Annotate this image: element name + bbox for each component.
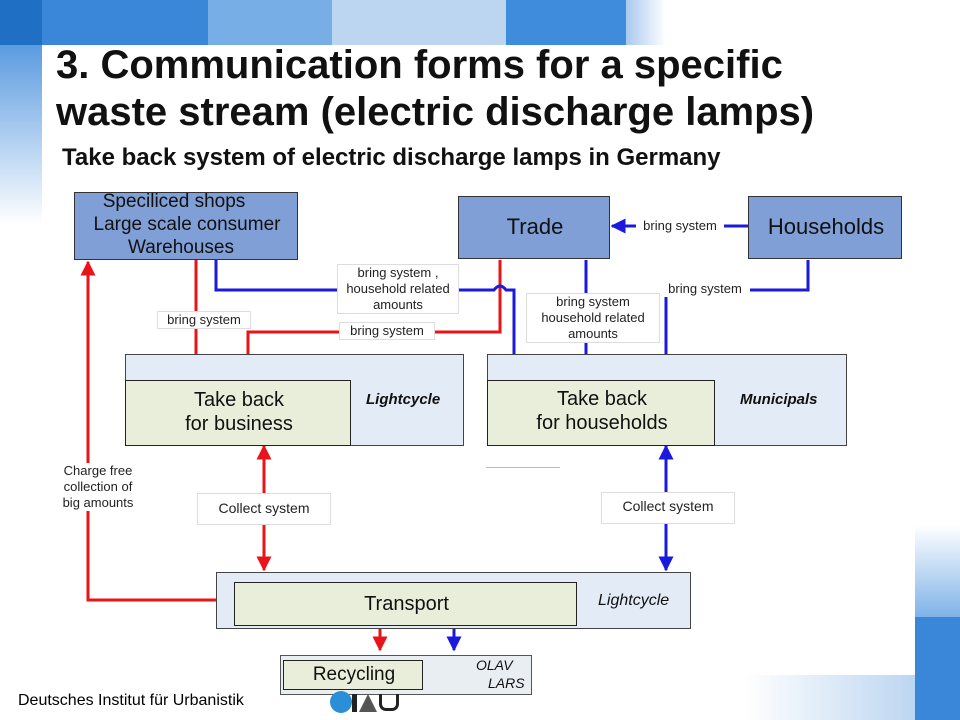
bring-related-1-line-3: amounts: [373, 297, 423, 312]
trade-box: Trade: [458, 196, 610, 259]
bring-related-1-line-2: household related: [346, 281, 450, 296]
recycling-label: Recycling: [312, 664, 396, 685]
bring-system-trade-label: bring system: [636, 218, 724, 234]
red-charge-free: [80, 260, 216, 602]
footer-text: Deutsches Institut für Urbanistik: [18, 692, 244, 709]
lightcycle-label-2: Lightcycle: [598, 592, 670, 609]
shops-line-2: Large scale consumer: [93, 214, 281, 235]
transport-label: Transport: [364, 593, 449, 615]
title-line-1: 3. Communication forms for a specific: [56, 43, 783, 87]
transport-box: Transport: [234, 582, 577, 626]
footer-decoration: [745, 675, 915, 720]
difu-logo-icon: [330, 688, 399, 714]
lars-label: LARS: [488, 675, 525, 691]
blue-shops-to-households: [214, 260, 522, 380]
bring-related-2-line-1: bring system: [556, 294, 630, 309]
tb-households-line-1: Take back: [556, 388, 648, 410]
shops-box: Speciliced shops Large scale consumer Wa…: [74, 191, 298, 260]
bring-system-mid-label: bring system: [339, 322, 435, 340]
tb-households-line-2: for households: [536, 412, 668, 434]
charge-free-line-2: collection of: [63, 479, 133, 494]
header-decoration: [0, 0, 960, 225]
charge-free-label: Charge free collection of big amounts: [44, 463, 152, 511]
bring-related-2-line-2: household related: [541, 310, 645, 325]
olav-label: OLAV: [476, 657, 513, 673]
stray-line: [486, 467, 560, 468]
bring-system-left-label: bring system: [157, 311, 251, 329]
subtitle: Take back system of electric discharge l…: [62, 144, 721, 171]
shops-line-1: Speciliced shops: [102, 191, 246, 212]
households-label: Households: [767, 214, 885, 239]
collect-system-right-label: Collect system: [601, 492, 735, 524]
title-line-2: waste stream (electric discharge lamps): [56, 90, 815, 134]
recycling-box: Recycling: [283, 660, 423, 690]
lightcycle-label-1: Lightcycle: [366, 391, 441, 408]
shops-line-3: Warehouses: [128, 237, 234, 258]
corner-decoration: [915, 525, 960, 720]
trade-label: Trade: [506, 214, 564, 239]
households-box: Households: [748, 196, 902, 259]
bring-related-2-line-3: amounts: [568, 326, 618, 341]
bring-related-label-1: bring system , household related amounts: [337, 264, 459, 314]
collect-system-left-label: Collect system: [197, 493, 331, 525]
take-back-business-box: Take back for business: [125, 380, 351, 446]
charge-free-line-3: big amounts: [62, 495, 134, 510]
bring-related-label-2: bring system household related amounts: [526, 293, 660, 343]
bring-related-1-line-1: bring system ,: [357, 265, 439, 280]
take-back-households-box: Take back for households: [487, 380, 715, 446]
bring-system-right-label: bring system: [660, 281, 750, 297]
page-title: 3. Communication forms for a specific wa…: [56, 42, 814, 136]
charge-free-line-1: Charge free: [63, 463, 133, 478]
tb-business-line-2: for business: [185, 413, 293, 435]
municipals-label: Municipals: [740, 391, 818, 408]
tb-business-line-1: Take back: [193, 389, 285, 411]
